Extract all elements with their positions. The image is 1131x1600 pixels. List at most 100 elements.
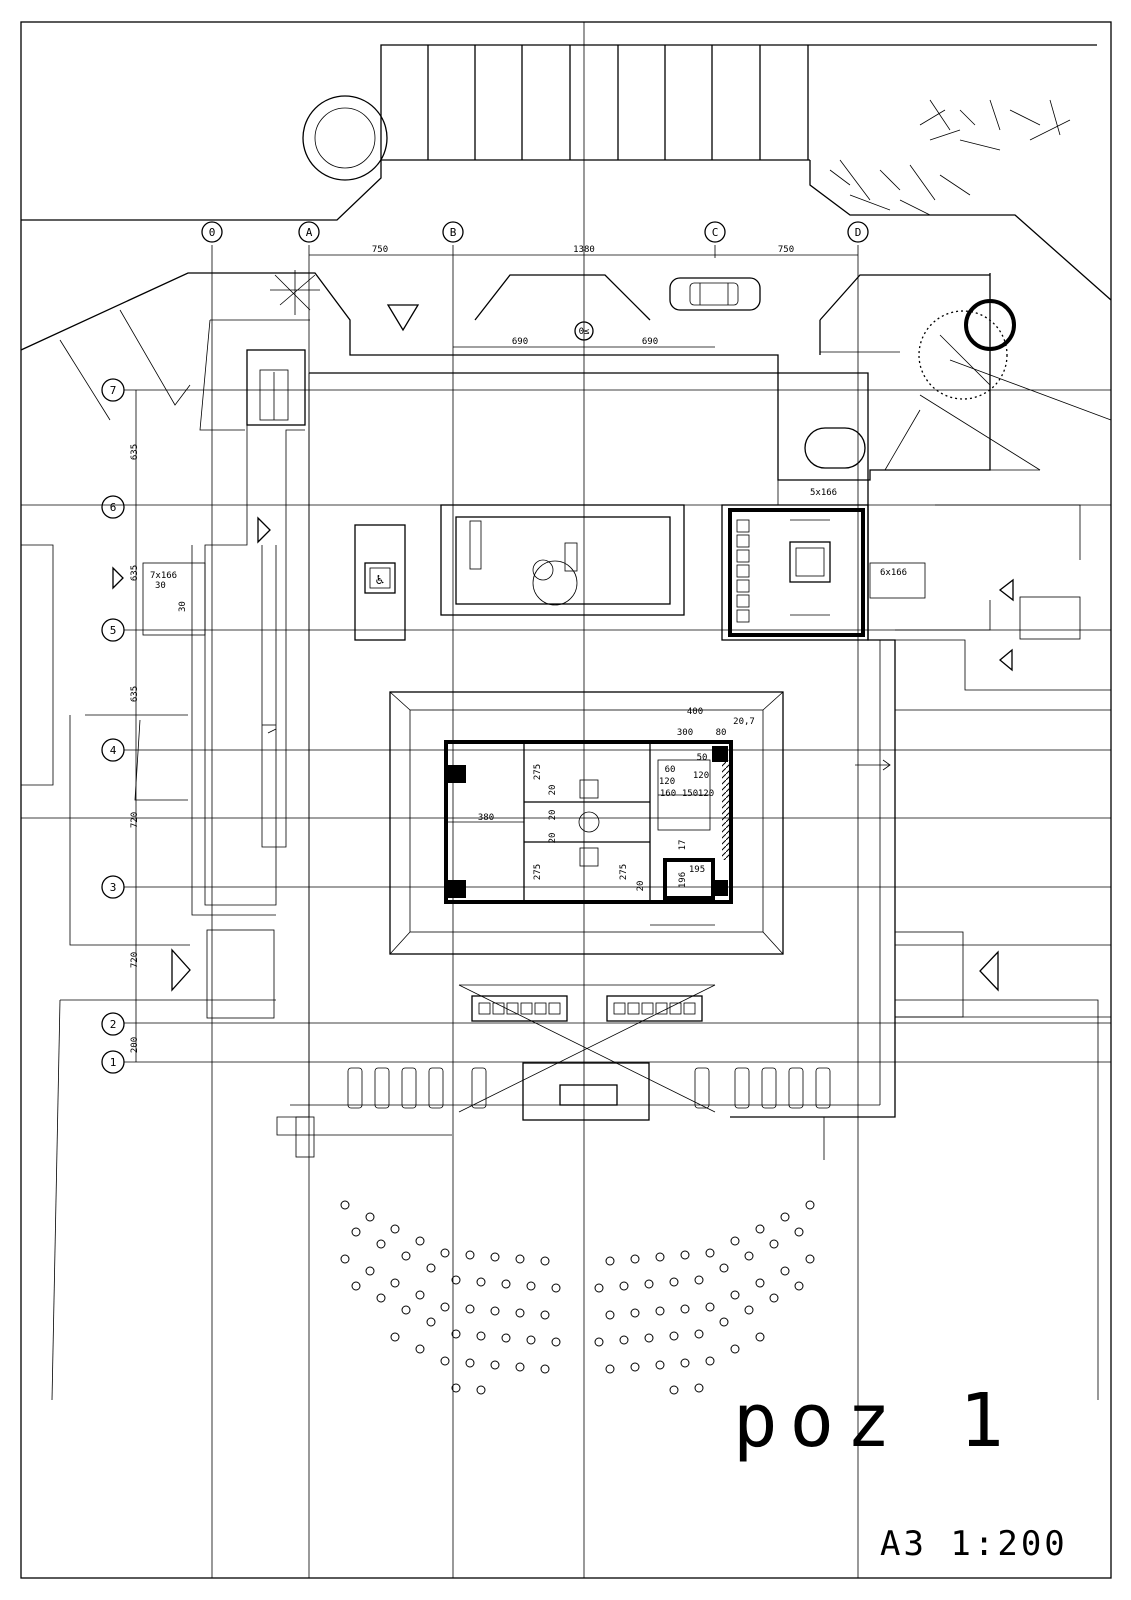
- lawn-tree-dot: [476, 1385, 486, 1395]
- dim-bldg-20-c: 20: [548, 833, 558, 844]
- axis-label-1: 1: [110, 1056, 117, 1069]
- planter-bed: [440, 504, 685, 616]
- lawn-tree-dot: [340, 1200, 350, 1210]
- axis-bubble-4: [101, 738, 125, 762]
- lawn-tree-dot: [501, 1279, 511, 1289]
- lawn-tree-dot: [755, 1224, 765, 1234]
- center-level-label: 0≤: [579, 327, 590, 337]
- lawn-tree-dot: [540, 1364, 550, 1374]
- dim-left-2: 635: [130, 565, 140, 581]
- lawn-tree-dot: [476, 1277, 486, 1287]
- axis-label-A: A: [306, 226, 313, 239]
- lawn-tree-dot: [415, 1236, 425, 1246]
- lawn-tree-dot: [794, 1281, 804, 1291]
- dim-bldg-195: 195: [689, 865, 705, 875]
- lawn-tree-dot: [451, 1329, 461, 1339]
- plaza-outline: [276, 372, 896, 1160]
- lawn-tree-dot: [780, 1266, 790, 1276]
- lawn-tree-dot: [730, 1290, 740, 1300]
- lawn-tree-dot: [376, 1293, 386, 1303]
- dim-bldg-20-a: 20: [548, 785, 558, 796]
- accessible-elevator: ♿: [354, 524, 406, 641]
- lawn-tree-dot: [794, 1227, 804, 1237]
- left-dimension-chain: 635 635 635 720 720 200: [130, 390, 140, 1062]
- lawn-tree-dot: [594, 1283, 604, 1293]
- lawn-tree-dot: [680, 1358, 690, 1368]
- axis-bubble-B: [442, 221, 464, 243]
- center-level-mark: [574, 321, 594, 341]
- dim-bldg-300: 300: [677, 728, 693, 738]
- dim-top-center: 1380: [573, 245, 595, 255]
- lawn-tree-dot: [694, 1329, 704, 1339]
- dim-top-right: 750: [778, 245, 794, 255]
- lawn-tree-dot: [451, 1275, 461, 1285]
- lawn-tree-dot: [340, 1254, 350, 1264]
- dim-bldg-120-a: 120: [693, 771, 709, 781]
- dim-inner-left: 690: [512, 337, 528, 347]
- lawn-tree-dot: [501, 1333, 511, 1343]
- lawn-tree-dot: [415, 1344, 425, 1354]
- lawn-tree-dot: [490, 1360, 500, 1370]
- lawn-tree-dot: [440, 1302, 450, 1312]
- lawn-tree-dot: [605, 1256, 615, 1266]
- dim-bldg-275-a: 275: [533, 764, 543, 780]
- lawn-tree-dot: [619, 1281, 629, 1291]
- lawn-tree-dot: [415, 1290, 425, 1300]
- lawn-tree-dot: [719, 1317, 729, 1327]
- lawn-tree-dot: [540, 1310, 550, 1320]
- lawn-tree-dot: [605, 1310, 615, 1320]
- lawn-tree-dot: [680, 1250, 690, 1260]
- lawn-tree-dot: [351, 1227, 361, 1237]
- lawn-tree-dot: [769, 1239, 779, 1249]
- south-seating-area: [458, 984, 716, 1121]
- dim-bldg-275-c: 275: [619, 864, 629, 880]
- lawn-tree-dot: [669, 1385, 679, 1395]
- dim-bldg-60: 60: [665, 765, 676, 775]
- orientation-triangle-icon: [386, 304, 420, 332]
- axis-bubble-2: [101, 1012, 125, 1036]
- lawn-tree-dot: [655, 1306, 665, 1316]
- lawn-tree-pattern: [340, 1200, 815, 1395]
- lawn-tree-dot: [694, 1383, 704, 1393]
- lawn-tree-dot: [401, 1251, 411, 1261]
- lawn-tree-dot: [551, 1337, 561, 1347]
- dim-bldg-20-7: 20,7: [733, 717, 755, 727]
- entry-arrow-east-top: [998, 578, 1014, 602]
- lawn-tree-dot: [780, 1212, 790, 1222]
- tree-canopy-icon: [302, 95, 388, 181]
- lawn-tree-dot: [515, 1362, 525, 1372]
- east-neighbouring-blocks: [855, 504, 1111, 1400]
- lawn-tree-dot: [805, 1254, 815, 1264]
- lawn-tree-dot: [805, 1200, 815, 1210]
- lawn-tree-dot: [669, 1331, 679, 1341]
- lawn-tree-dot: [426, 1263, 436, 1273]
- dim-stair-left: 7x166: [150, 571, 177, 581]
- lawn-tree-dot: [465, 1304, 475, 1314]
- lawn-tree-dot: [440, 1248, 450, 1258]
- lawn-tree-dot: [465, 1358, 475, 1368]
- dim-bldg-80-b: 80: [451, 769, 462, 779]
- lawn-tree-dot: [526, 1335, 536, 1345]
- lawn-tree-dot: [644, 1333, 654, 1343]
- axis-bubble-C: [704, 221, 726, 243]
- lawn-tree-dot: [755, 1278, 765, 1288]
- shrub-cluster-icon: [829, 99, 1071, 216]
- axis-label-B: B: [450, 226, 457, 239]
- lawn-tree-dot: [490, 1306, 500, 1316]
- dim-stair-right: 6x166: [880, 568, 907, 578]
- lawn-tree-dot: [526, 1281, 536, 1291]
- lawn-tree-dot: [365, 1266, 375, 1276]
- dim-bldg-80-a: 80: [716, 728, 727, 738]
- axis-label-0: 0: [209, 226, 216, 239]
- dim-bldg-20-b: 20: [548, 810, 558, 821]
- axis-bubble-A: [298, 221, 320, 243]
- lawn-tree-dot: [605, 1364, 615, 1374]
- west-ramp: 7x166 30 30: [112, 349, 306, 916]
- entry-arrow-east-mid: [998, 648, 1013, 672]
- dim-left-6: 200: [130, 1037, 140, 1053]
- lawn-tree-dot: [694, 1275, 704, 1285]
- lawn-tree-dot: [630, 1308, 640, 1318]
- dim-left-1: 635: [130, 444, 140, 460]
- central-pavilion: 400 20,7 300 80 80 275 20 380 20 20 275 …: [389, 691, 784, 955]
